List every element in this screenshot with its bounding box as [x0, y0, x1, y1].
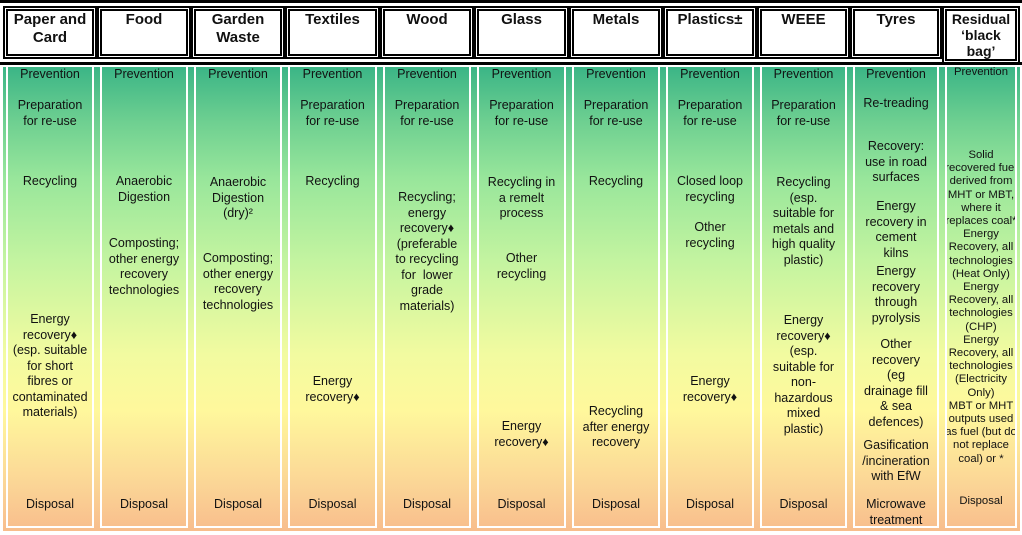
hierarchy-item: Recycling [305, 174, 360, 188]
hierarchy-item: Anaerobic Digestion (dry)² [209, 175, 267, 220]
hierarchy-item: Energy recovery in cement kilns [865, 199, 927, 260]
hierarchy-item: Preparation for re-use [771, 98, 836, 128]
hierarchy-item: Energy recovery through pyrolysis [871, 264, 921, 325]
hierarchy-item: Disposal [497, 497, 546, 511]
hierarchy-item: Preparation for re-use [17, 98, 83, 128]
hierarchy-item: Other recycling [685, 220, 735, 250]
column-header-residual-black-bag: Residual ‘black bag’ [942, 6, 1020, 64]
column-header-tyres: Tyres [850, 6, 942, 59]
hierarchy-item: Re-treading [863, 96, 929, 110]
hierarchy-item: Recycling in a remelt process [487, 175, 556, 220]
hierarchy-item: Energy recovery♦ (esp. suitable for non-… [772, 313, 835, 436]
hierarchy-item: Disposal [959, 495, 1003, 507]
column-header-weee: WEEE [757, 6, 850, 59]
column-header-textiles: Textiles [285, 6, 380, 59]
hierarchy-item: Disposal [779, 497, 828, 511]
hierarchy-item: Prevention [114, 67, 174, 81]
hierarchy-item: Prevention [953, 66, 1008, 78]
hierarchy-item: Disposal [403, 497, 451, 511]
hierarchy-item: Preparation for re-use [394, 98, 460, 128]
hierarchy-item: Preparation for re-use [300, 98, 365, 128]
hierarchy-item: Preparation for re-use [489, 98, 554, 128]
header-frame [0, 0, 1022, 65]
hierarchy-item: Preparation for re-use [677, 98, 743, 128]
column-header-wood: Wood [380, 6, 474, 59]
hierarchy-item: Prevention [302, 67, 363, 81]
hierarchy-item: Prevention [20, 67, 80, 81]
column-header-paper-and-card: Paper and Card [3, 6, 97, 59]
hierarchy-item: Gasification /incineration with EfW [862, 438, 930, 483]
hierarchy-item: Energy recovery♦ [494, 419, 549, 449]
hierarchy-item: Disposal [26, 497, 74, 511]
hierarchy-item: Disposal [592, 497, 640, 511]
hierarchy-item: Prevention [680, 67, 740, 81]
hierarchy-item: Recycling [22, 174, 78, 188]
hierarchy-item: Prevention [491, 67, 552, 81]
column-header-metals: Metals [569, 6, 663, 59]
hierarchy-item: Recycling after energy recovery [582, 404, 650, 449]
hierarchy-item: Preparation for re-use [583, 98, 649, 128]
hierarchy-item: Prevention [397, 67, 457, 81]
hierarchy-item: Disposal [120, 497, 168, 511]
column-header-glass: Glass [474, 6, 569, 59]
column-header-plastics: Plastics± [663, 6, 757, 59]
column-header-food: Food [97, 6, 191, 59]
hierarchy-item: Prevention [208, 67, 268, 81]
hierarchy-item: Recycling [588, 174, 644, 188]
hierarchy-item: Prevention [586, 67, 646, 81]
hierarchy-item: Microwave treatment [866, 497, 926, 527]
hierarchy-item: Recycling (esp. suitable for metals and … [771, 175, 836, 267]
hierarchy-item: Other recycling [496, 251, 547, 281]
hierarchy-item: Composting; other energy recovery techno… [108, 236, 180, 297]
hierarchy-item: Prevention [866, 67, 926, 81]
hierarchy-item: Closed loop recycling [676, 174, 743, 204]
hierarchy-item: Solid recovered fuel derived from MHT or… [945, 149, 1017, 465]
hierarchy-item: Recycling; energy recovery♦ (preferable … [395, 190, 459, 313]
hierarchy-item: Energy recovery♦ (esp. suitable for shor… [12, 312, 88, 419]
hierarchy-item: Prevention [773, 67, 834, 81]
hierarchy-item: Anaerobic Digestion [115, 174, 173, 204]
hierarchy-item: Other recovery (eg drainage fill & sea d… [864, 337, 928, 429]
hierarchy-item: Disposal [308, 497, 357, 511]
hierarchy-item: Disposal [214, 497, 262, 511]
hierarchy-item: Recovery: use in road surfaces [865, 139, 927, 184]
hierarchy-item: Disposal [686, 497, 734, 511]
hierarchy-item: Energy recovery♦ [682, 374, 738, 404]
hierarchy-item: Energy recovery♦ [305, 374, 360, 404]
hierarchy-item: Composting; other energy recovery techno… [202, 251, 274, 312]
column-header-garden-waste: Garden Waste [191, 6, 285, 59]
